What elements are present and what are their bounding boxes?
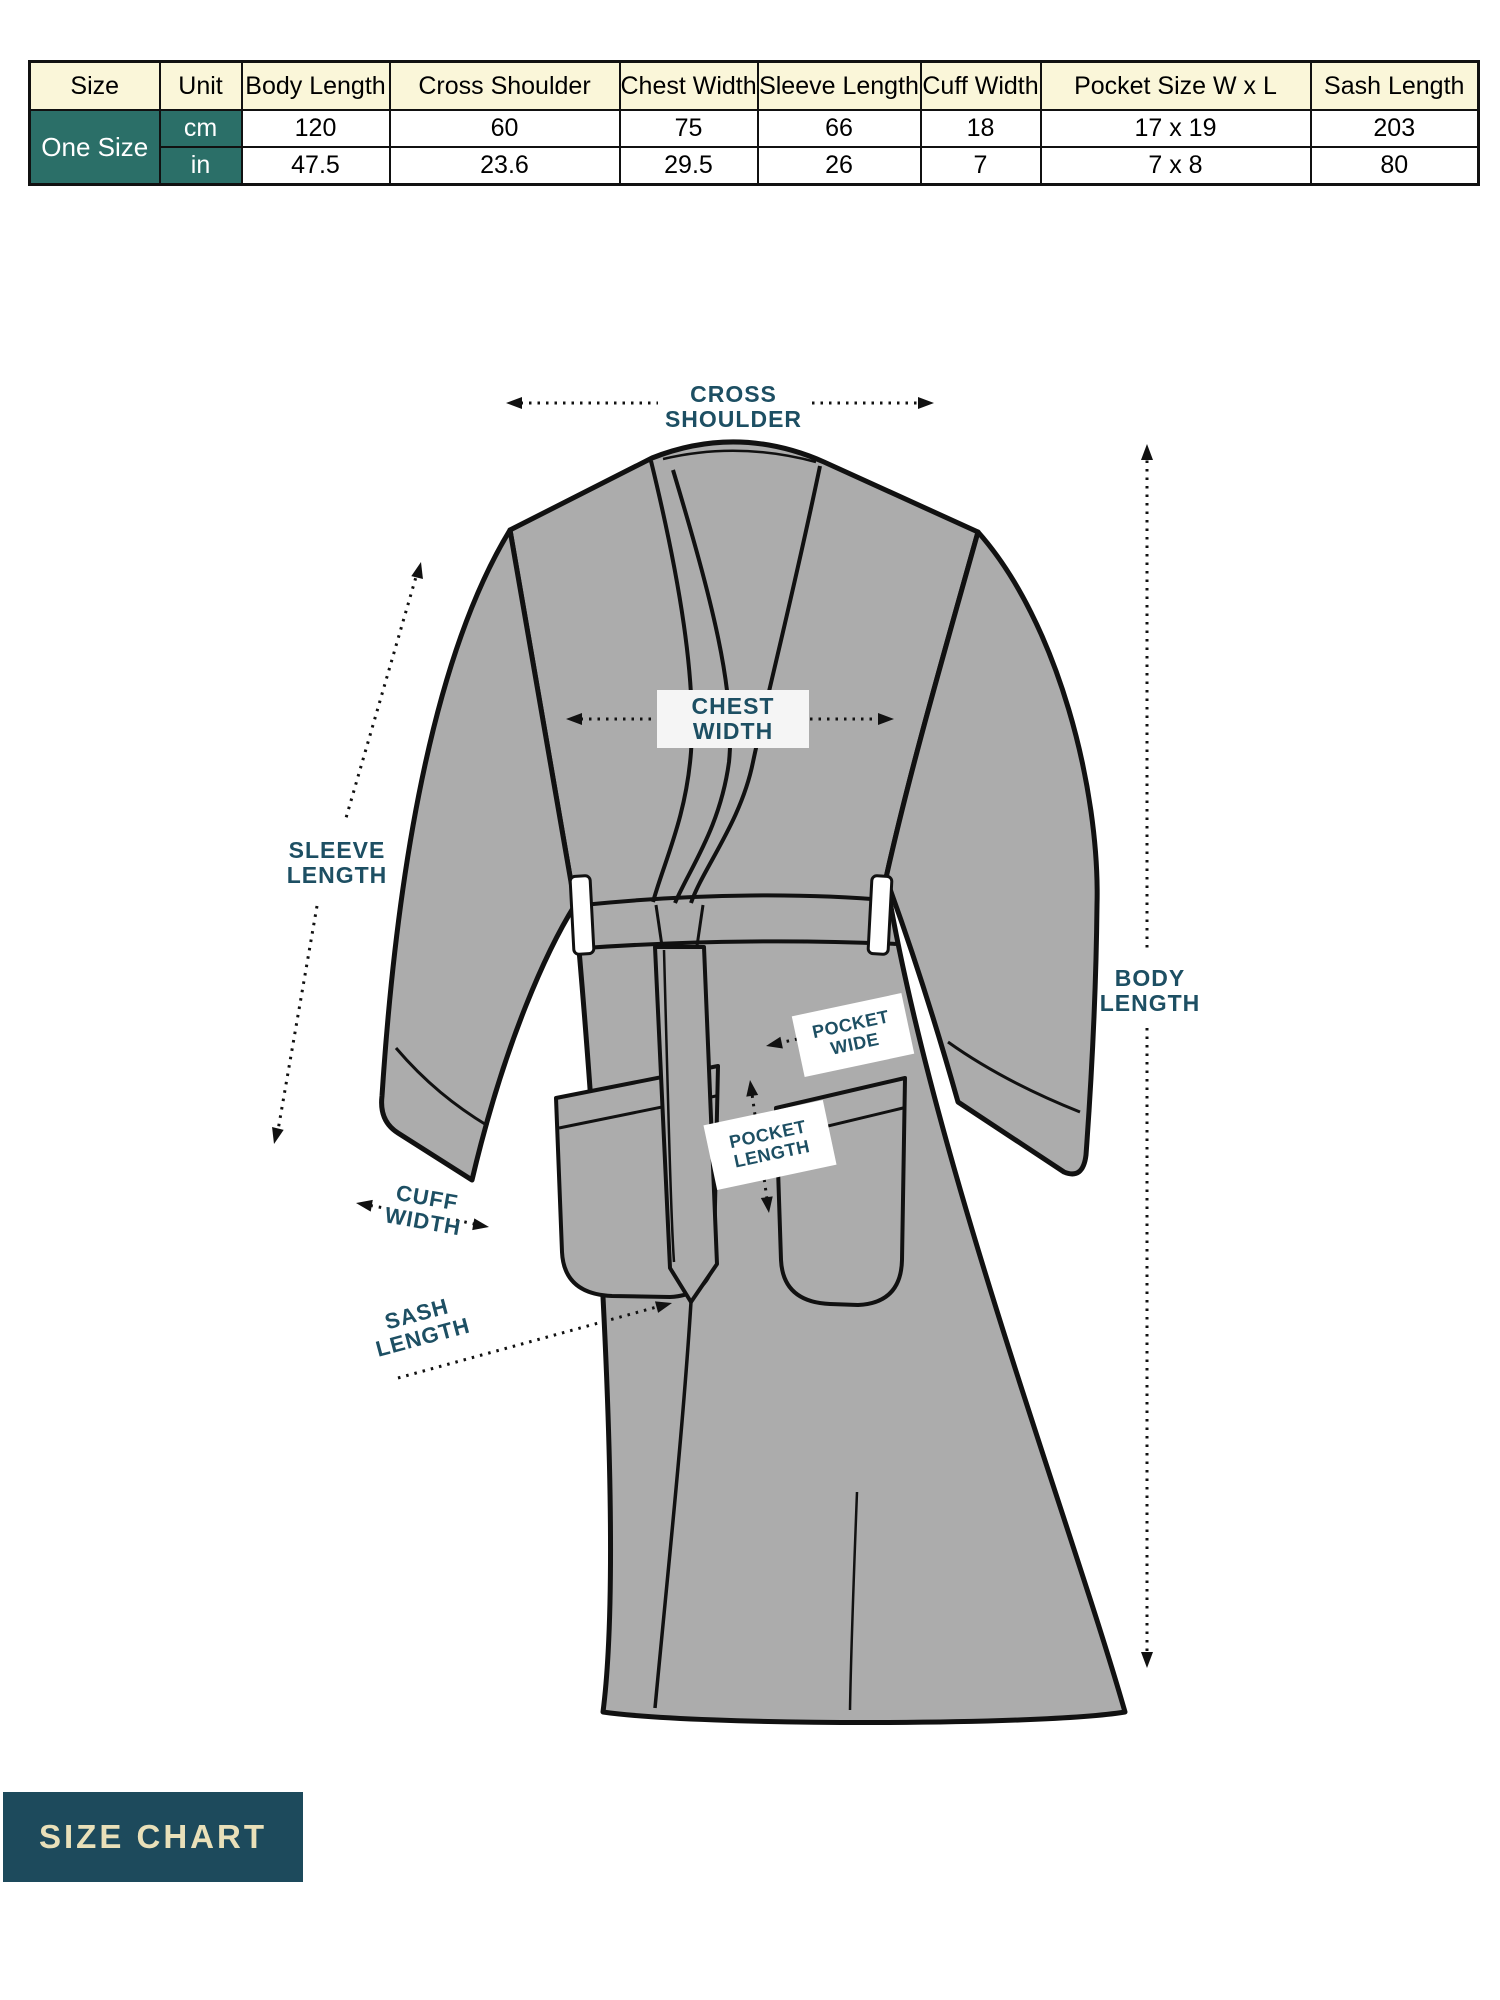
header-unit: Unit bbox=[158, 60, 243, 111]
value-cell: 80 bbox=[1309, 146, 1480, 186]
sash-length-arrow-line bbox=[397, 1303, 665, 1380]
chest-width-label: CHEST WIDTH bbox=[657, 690, 809, 748]
arrowhead bbox=[472, 1218, 489, 1231]
arrowhead bbox=[746, 1080, 759, 1097]
value-cell: 120 bbox=[240, 109, 391, 148]
robe-left-sleeve bbox=[379, 527, 578, 1183]
arrowhead bbox=[1141, 1652, 1153, 1668]
value-cell: 203 bbox=[1309, 109, 1480, 148]
sash-fold-line bbox=[662, 949, 676, 1263]
size-value-cell: One Size bbox=[28, 109, 161, 186]
sash-knot-line-left bbox=[654, 904, 664, 947]
cross-shoulder-line2: SHOULDER bbox=[664, 406, 803, 433]
body-length-line2: LENGTH bbox=[1099, 990, 1201, 1017]
body-length-label: BODY LENGTH bbox=[1072, 965, 1228, 1017]
skirt-crease-line bbox=[848, 1491, 859, 1711]
arrowhead bbox=[411, 562, 423, 579]
header-chest-width: Chest Width bbox=[618, 60, 759, 111]
arrowhead bbox=[878, 713, 894, 725]
unit-cell-in: in bbox=[158, 146, 243, 186]
left-cuff-seam bbox=[394, 1047, 489, 1128]
arrowhead bbox=[356, 1199, 373, 1212]
skirt-overlap-line bbox=[653, 1301, 693, 1709]
value-cell: 18 bbox=[919, 109, 1042, 148]
value-cell: 17 x 19 bbox=[1039, 109, 1312, 148]
size-chart-badge-text: SIZE CHART bbox=[39, 1818, 267, 1855]
value-cell: 26 bbox=[756, 146, 922, 186]
header-sleeve-length: Sleeve Length bbox=[756, 60, 922, 111]
value-cell: 29.5 bbox=[618, 146, 759, 186]
arrowhead bbox=[766, 1036, 783, 1049]
header-size: Size bbox=[28, 60, 161, 111]
value-cell: 66 bbox=[756, 109, 922, 148]
value-cell: 7 x 8 bbox=[1039, 146, 1312, 186]
cross-shoulder-line1: CROSS bbox=[690, 381, 777, 407]
value-cell: 60 bbox=[388, 109, 621, 148]
arrowhead bbox=[918, 397, 934, 409]
sleeve-length-line2: LENGTH bbox=[286, 862, 388, 889]
sleeve-length-line1: SLEEVE bbox=[288, 837, 386, 863]
belt-loop-left bbox=[568, 874, 596, 956]
header-cuff-width: Cuff Width bbox=[919, 60, 1042, 111]
header-body-length: Body Length bbox=[240, 60, 391, 111]
sleeve-length-arrow-line bbox=[344, 569, 420, 819]
body-length-line1: BODY bbox=[1114, 965, 1186, 991]
belt-bottom-edge bbox=[584, 939, 897, 950]
belt-top-edge bbox=[582, 893, 896, 907]
value-cell: 7 bbox=[919, 146, 1042, 186]
belt-loop-right bbox=[866, 874, 894, 956]
neckline-inner bbox=[662, 449, 817, 464]
header-sash-length: Sash Length bbox=[1309, 60, 1480, 111]
sash-knot-line-right bbox=[695, 904, 705, 947]
header-pocket-size: Pocket Size W x L bbox=[1039, 60, 1312, 111]
arrowhead bbox=[654, 1301, 672, 1313]
unit-cell-cm: cm bbox=[158, 109, 243, 148]
size-spec-table: Size Unit Body Length Cross Shoulder Che… bbox=[28, 60, 1480, 186]
cross-shoulder-label: CROSS SHOULDER bbox=[641, 381, 826, 433]
arrowhead bbox=[506, 397, 522, 409]
robe-right-sleeve bbox=[883, 529, 1100, 1177]
right-cuff-seam bbox=[947, 1040, 1081, 1114]
table-row-cm: One Size cm 120 60 75 66 18 17 x 19 203 bbox=[28, 109, 1480, 186]
table-header-row: Size Unit Body Length Cross Shoulder Che… bbox=[28, 60, 1480, 111]
chest-width-line2: WIDTH bbox=[692, 718, 774, 744]
table-row-in: in 47.5 23.6 29.5 26 7 7 x 8 80 bbox=[30, 146, 1480, 186]
value-cell: 23.6 bbox=[388, 146, 621, 186]
chest-width-line1: CHEST bbox=[691, 692, 775, 719]
header-cross-shoulder: Cross Shoulder bbox=[388, 60, 621, 111]
arrowhead bbox=[566, 713, 582, 725]
sleeve-length-arrow-line bbox=[275, 905, 319, 1137]
arrowhead bbox=[272, 1127, 284, 1144]
arrowhead bbox=[760, 1196, 773, 1213]
sleeve-length-label: SLEEVE LENGTH bbox=[252, 837, 422, 889]
arrowhead bbox=[1141, 444, 1153, 460]
value-cell: 75 bbox=[618, 109, 759, 148]
size-chart-badge: SIZE CHART bbox=[3, 1792, 303, 1882]
value-cell: 47.5 bbox=[240, 146, 391, 186]
